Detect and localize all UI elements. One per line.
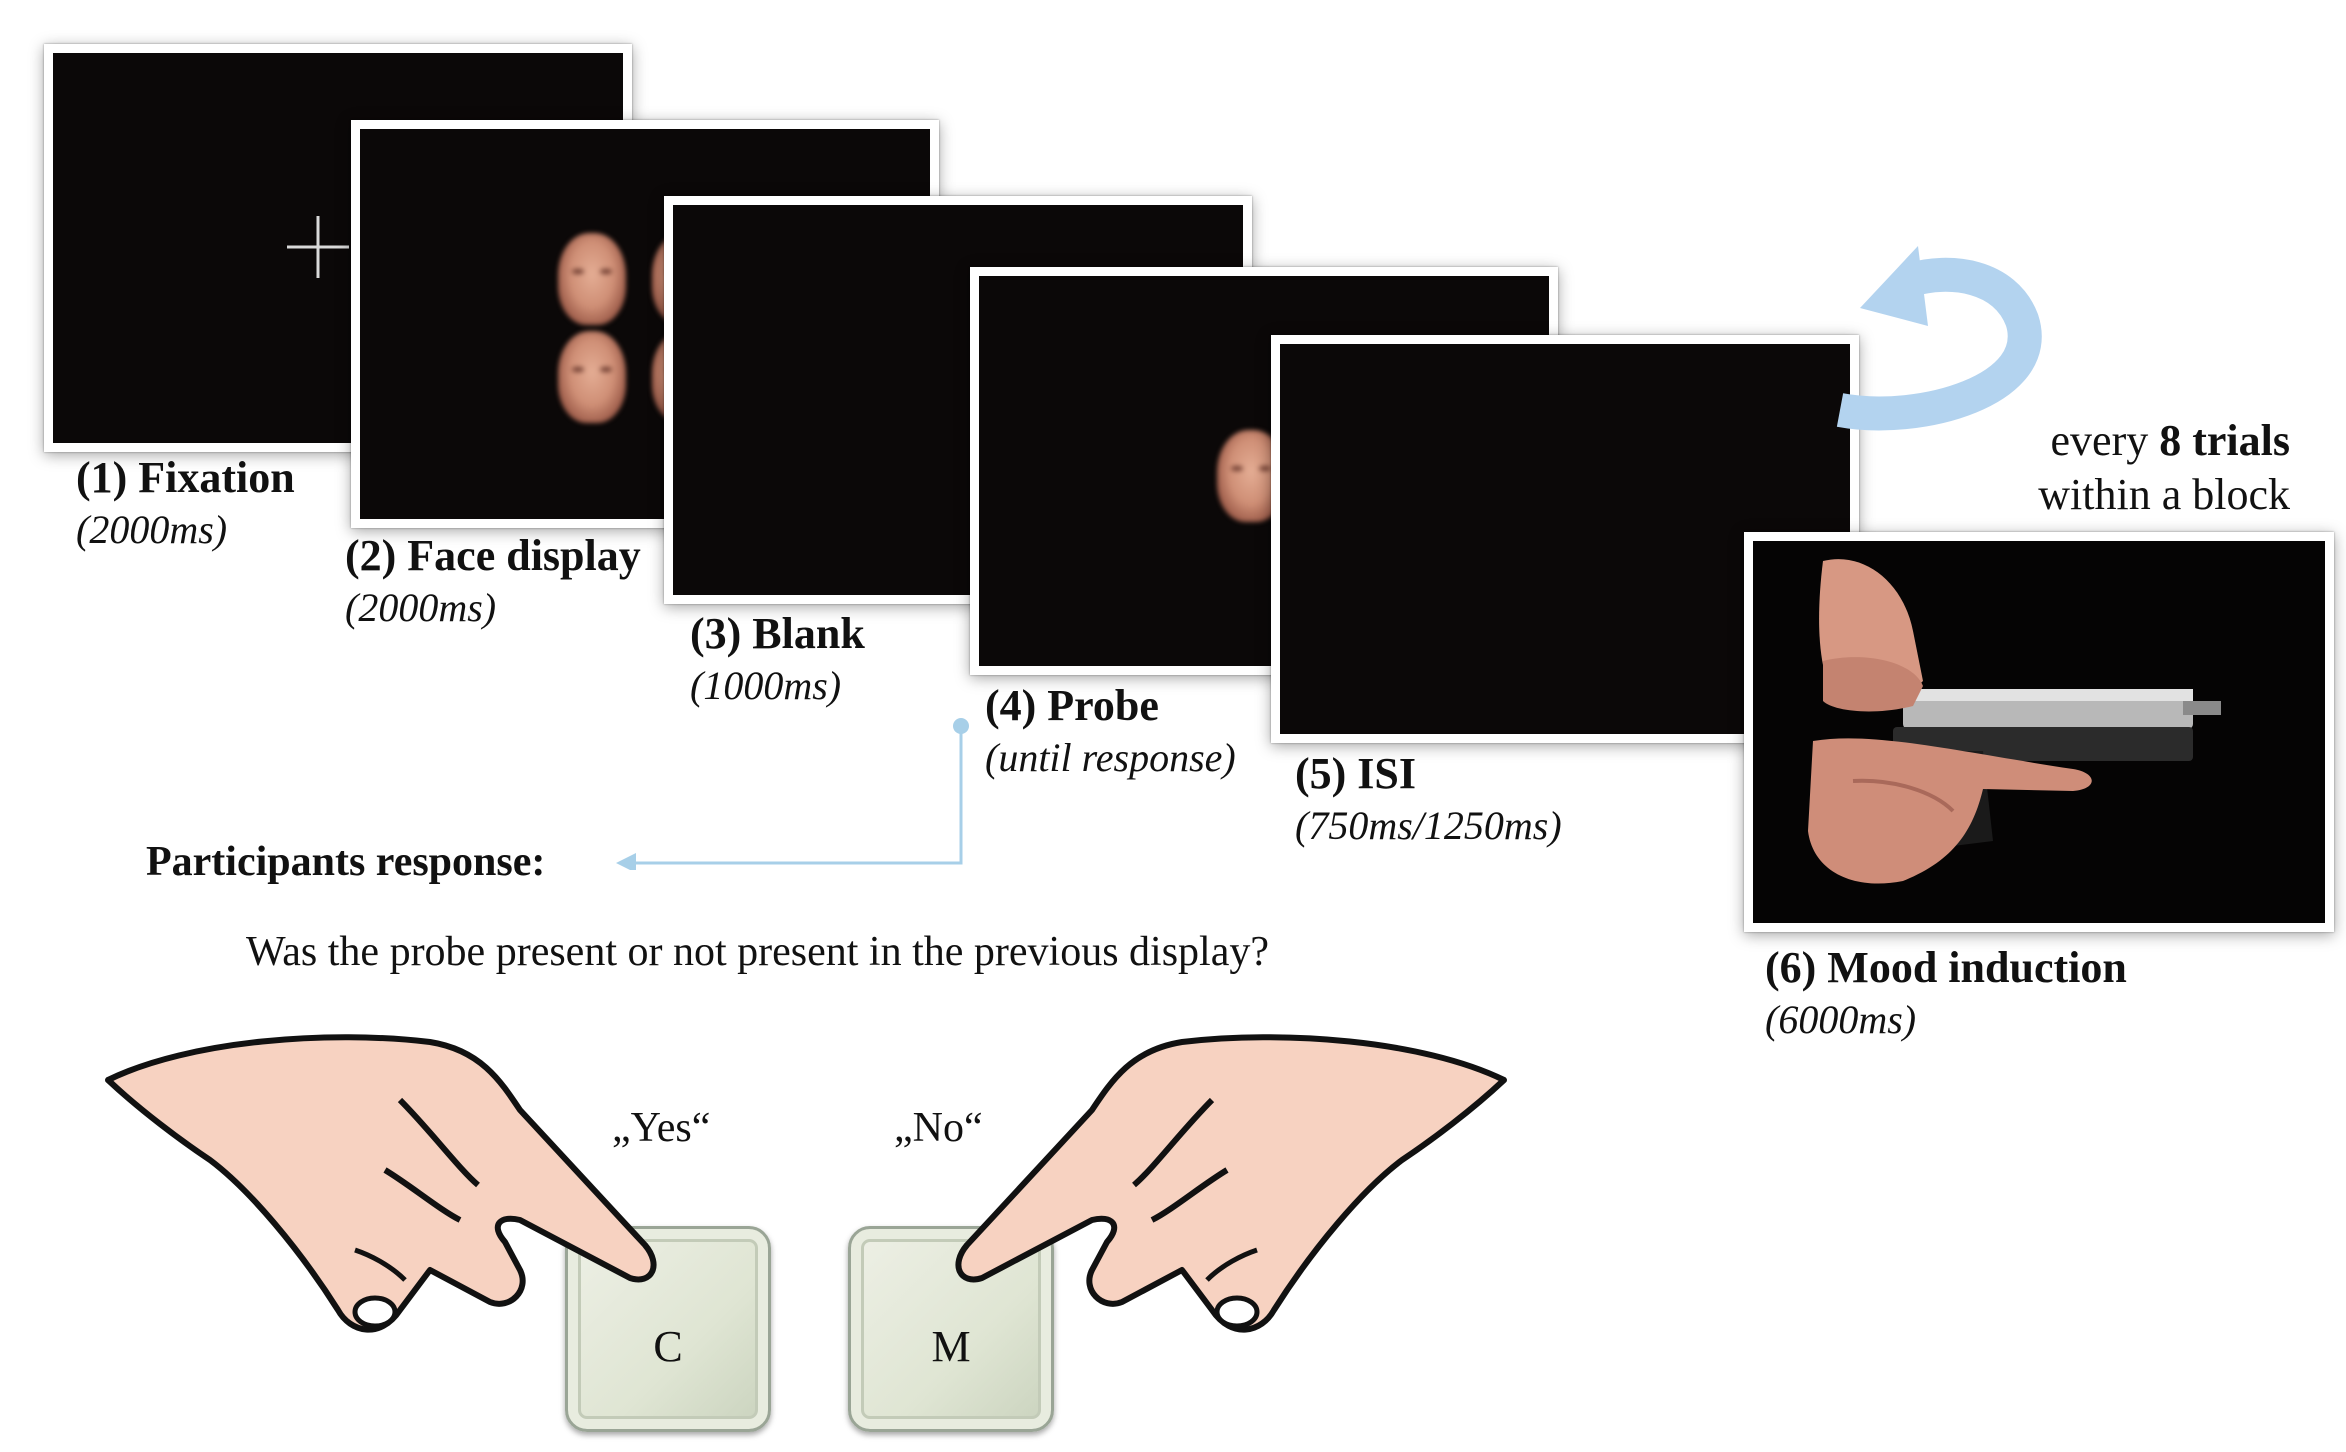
right-hand-pointing-icon xyxy=(955,1034,1507,1333)
step-title: (5) ISI xyxy=(1295,749,1417,798)
loop-count: 8 trials xyxy=(2159,416,2290,465)
step-duration: (750ms/1250ms) xyxy=(1295,803,1562,848)
loop-arrow-icon xyxy=(1836,246,2042,431)
response-connector-arrow xyxy=(616,718,969,870)
mood-induction-screen xyxy=(1744,532,2334,932)
step-duration: (2000ms) xyxy=(345,585,497,630)
key-m-label: M xyxy=(931,1322,971,1371)
step-isi-label: (5) ISI (750ms/1250ms) xyxy=(1295,748,1562,852)
step-title: (2) Face display xyxy=(345,531,641,580)
step-title: (6) Mood induction xyxy=(1765,943,2127,992)
key-c-label: C xyxy=(653,1322,683,1371)
step-probe-label: (4) Probe (until response) xyxy=(985,680,1236,784)
loop-prefix: every xyxy=(2050,416,2160,465)
step-face-display-label: (2) Face display (2000ms) xyxy=(345,530,641,634)
step-title: (4) Probe xyxy=(985,681,1159,730)
step-title: (1) Fixation xyxy=(76,453,295,502)
face-image xyxy=(558,233,626,325)
fixation-cross xyxy=(287,216,349,278)
no-label: „No“ xyxy=(894,1105,983,1151)
loop-text: every 8 trials within a block xyxy=(2038,414,2290,522)
step-duration: (until response) xyxy=(985,735,1236,780)
response-question: Was the probe present or not present in … xyxy=(246,929,1270,975)
step-duration: (6000ms) xyxy=(1765,997,1917,1042)
yes-label: „Yes“ xyxy=(612,1105,711,1151)
left-hand-pointing-icon xyxy=(105,1034,657,1333)
step-duration: (2000ms) xyxy=(76,507,228,552)
step-mood-induction-label: (6) Mood induction (6000ms) xyxy=(1765,942,2127,1046)
step-fixation-label: (1) Fixation (2000ms) xyxy=(76,452,295,556)
loop-line2: within a block xyxy=(2038,470,2290,519)
step-blank-label: (3) Blank (1000ms) xyxy=(690,608,865,712)
gun-image xyxy=(1808,559,2221,884)
step-duration: (1000ms) xyxy=(690,663,842,708)
step-title: (3) Blank xyxy=(690,609,865,658)
response-heading: Participants response: xyxy=(146,839,546,885)
face-image xyxy=(558,331,626,423)
